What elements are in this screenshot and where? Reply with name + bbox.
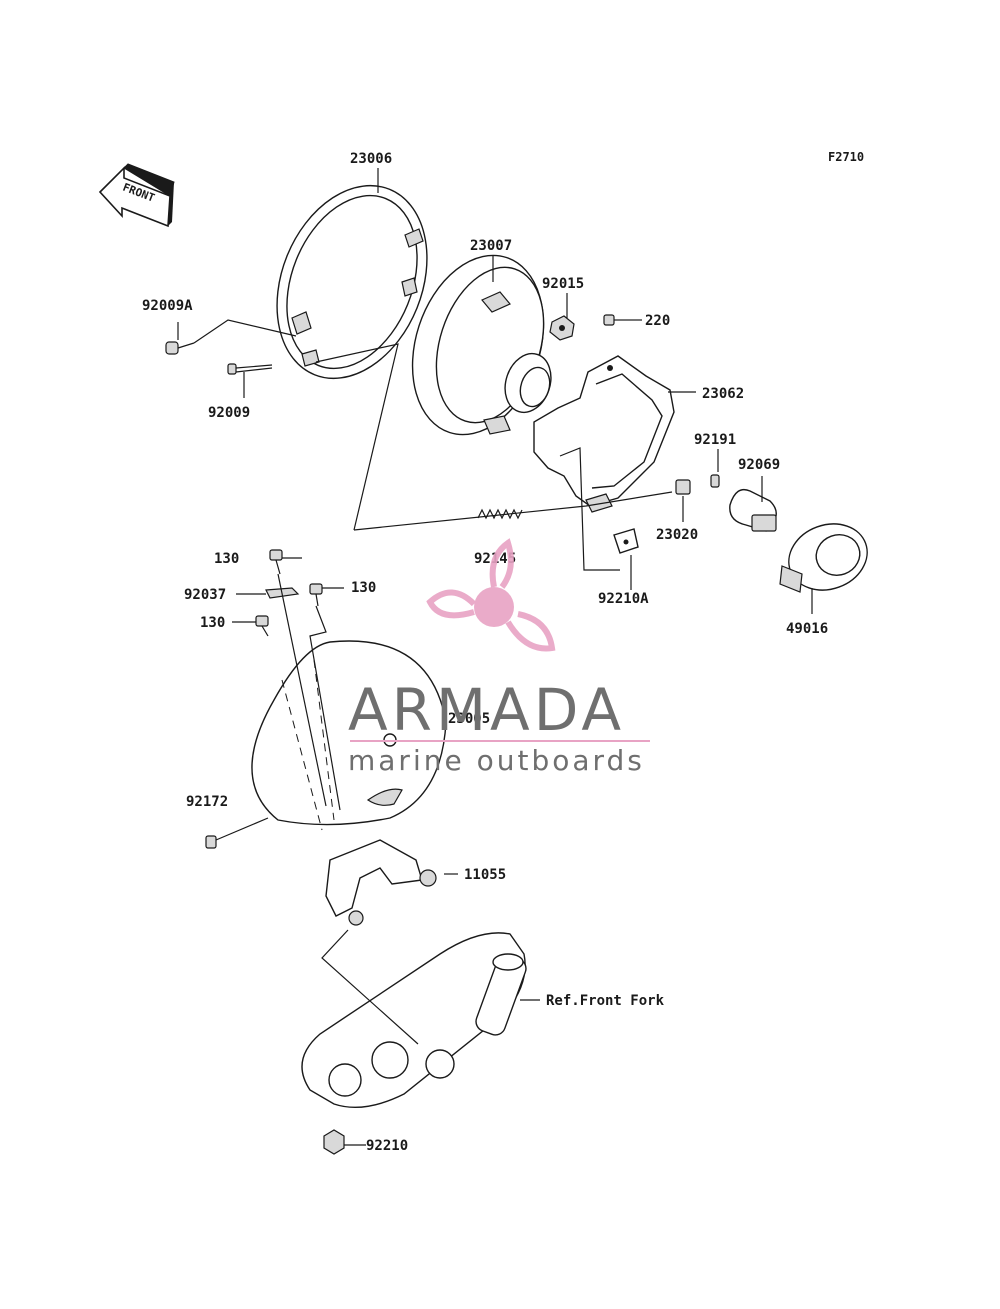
stay-11055 — [325, 839, 437, 926]
armada-watermark: ARMADA marine outboards — [348, 538, 650, 777]
screw-92009A — [165, 341, 195, 355]
callout-ref-front-fork: Ref.Front Fork — [546, 993, 665, 1009]
callout-23020: 23020 — [656, 527, 698, 543]
callout-92037: 92037 — [184, 587, 226, 603]
callout-92069: 92069 — [738, 457, 780, 473]
callout-130-left: 130 — [200, 615, 225, 631]
bolt-130-top — [269, 549, 283, 575]
bolt-130-right — [309, 583, 323, 607]
callout-220: 220 — [645, 313, 670, 329]
callout-11055: 11055 — [464, 867, 506, 883]
callout-labels: 23006 23007 92015 220 23062 92009A 92009… — [142, 151, 828, 1154]
nut-92015 — [549, 315, 575, 341]
callout-92015: 92015 — [542, 276, 584, 292]
callout-49016: 49016 — [786, 621, 828, 637]
rubber-cap-49016 — [779, 523, 868, 593]
clip-92210A — [613, 528, 639, 554]
screw-220 — [603, 314, 630, 326]
screw-92172 — [205, 817, 269, 849]
callout-23007: 23007 — [470, 238, 512, 254]
front-arrow-icon: FRONT — [98, 163, 175, 228]
callout-92009A: 92009A — [142, 298, 193, 314]
socket-23020 — [675, 479, 691, 495]
headlight-rim-23006 — [276, 184, 428, 380]
callout-23005: 23005 — [448, 711, 490, 727]
callout-92210A: 92210A — [598, 591, 649, 607]
headlight-housing-23007 — [411, 254, 552, 436]
figure-code: F2710 — [828, 150, 864, 164]
callout-130-top: 130 — [214, 551, 239, 567]
watermark-tagline: marine outboards — [348, 744, 645, 777]
bulb-92069 — [729, 488, 777, 532]
bracket-23062 — [533, 355, 675, 513]
nut-92210 — [323, 1129, 345, 1155]
callout-92191: 92191 — [694, 432, 736, 448]
callout-92009: 92009 — [208, 405, 250, 421]
bolt-130-left — [255, 615, 269, 637]
screw-92009 — [227, 363, 273, 375]
callout-92172: 92172 — [186, 794, 228, 810]
propeller-logo-icon — [426, 538, 556, 652]
callout-92210: 92210 — [366, 1138, 408, 1154]
callout-130-right: 130 — [351, 580, 376, 596]
callout-23062: 23062 — [702, 386, 744, 402]
leader-lines — [177, 168, 813, 1146]
pin-92191 — [710, 474, 720, 488]
watermark-brand: ARMADA — [348, 676, 625, 744]
front-fork-bracket — [301, 932, 527, 1109]
callout-23006: 23006 — [350, 151, 392, 167]
